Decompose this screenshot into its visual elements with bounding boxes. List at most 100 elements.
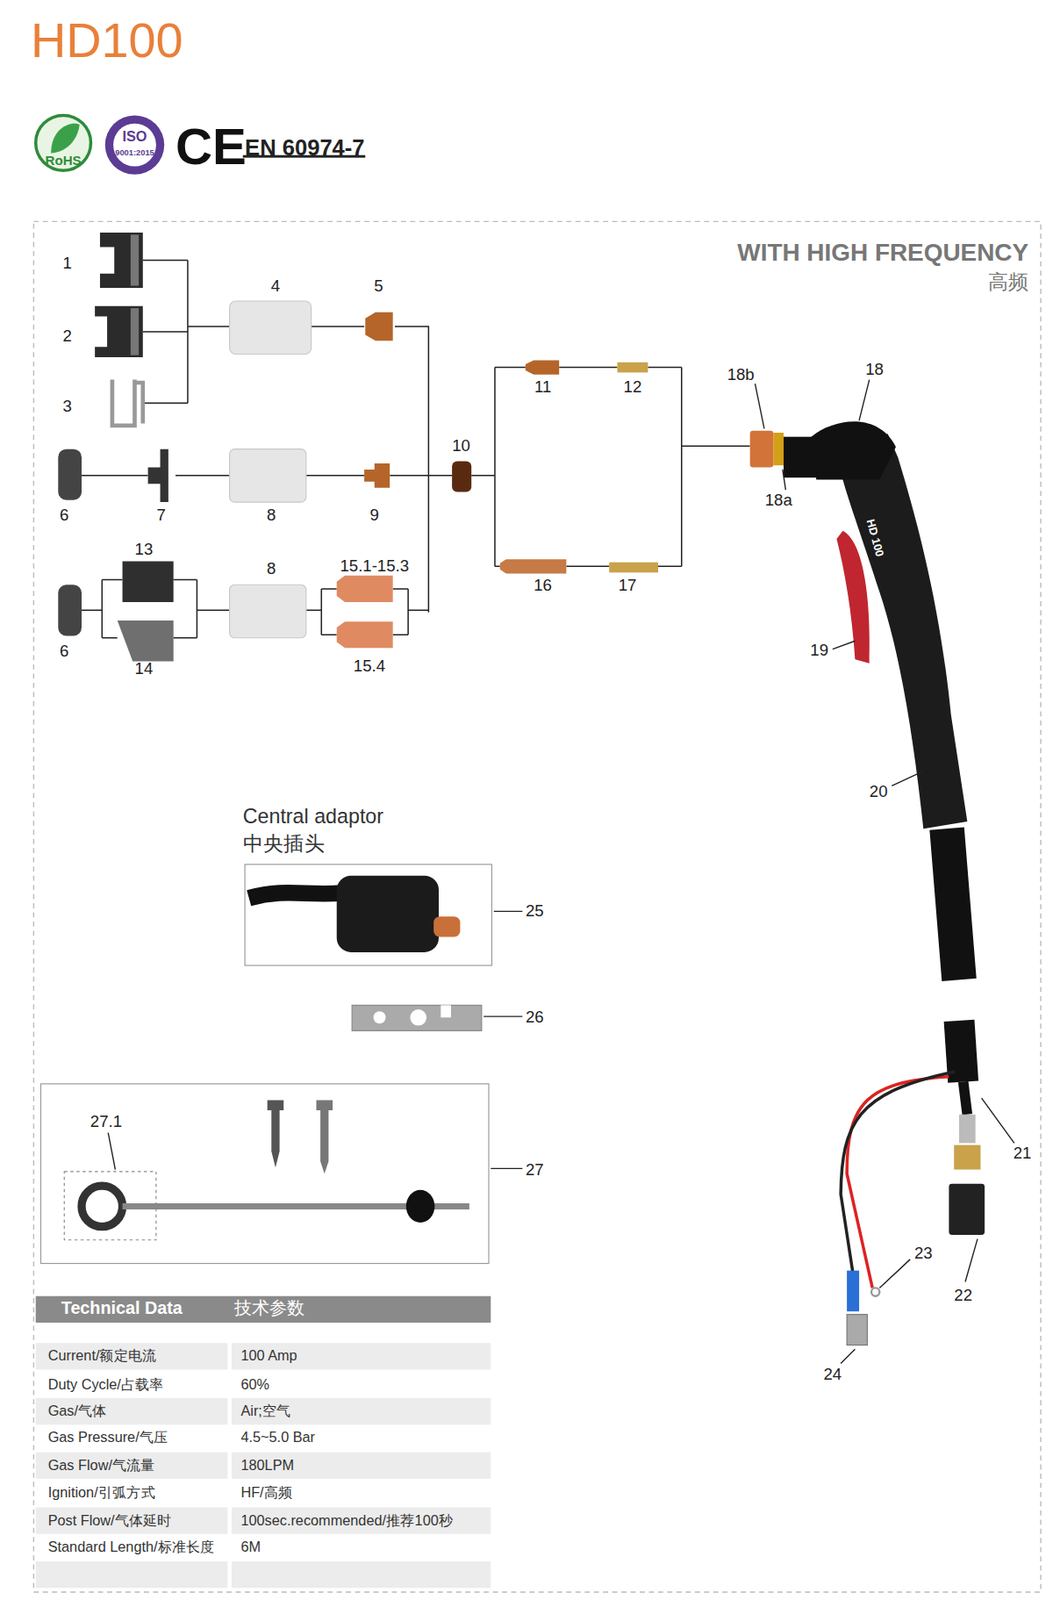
drawn-path bbox=[249, 892, 343, 898]
drawn-circle bbox=[373, 1010, 387, 1024]
drawn-circle bbox=[105, 114, 165, 174]
callout-number: 5 bbox=[373, 276, 383, 294]
callout-number: 22 bbox=[953, 1285, 973, 1304]
table-cell: 180LPM bbox=[240, 1457, 294, 1474]
drawn-path bbox=[107, 379, 1015, 1364]
callout-number: 1 bbox=[63, 254, 72, 273]
drawn-rect bbox=[750, 430, 774, 468]
drawn-rect bbox=[33, 221, 1041, 1592]
drawn-rect bbox=[231, 1506, 491, 1533]
drawn-rect bbox=[440, 1004, 452, 1018]
drawn-path bbox=[351, 1004, 482, 1031]
callout-number: 18a bbox=[765, 491, 793, 509]
callout-number: 15.1-15.3 bbox=[339, 557, 409, 575]
connection-lines bbox=[81, 260, 751, 638]
drawn-rect bbox=[244, 864, 492, 966]
drawn-path bbox=[100, 232, 144, 288]
callout-number: 20 bbox=[869, 782, 889, 801]
callout-number: 13 bbox=[135, 539, 154, 558]
table-cell: Gas Pressure/气压 bbox=[48, 1429, 169, 1446]
callout-number: 27 bbox=[525, 1160, 545, 1178]
drawn-path bbox=[836, 530, 870, 664]
callout-number: 23 bbox=[914, 1244, 933, 1262]
drawn-path bbox=[112, 379, 144, 426]
drawn-rect bbox=[336, 875, 439, 953]
callout-number: 12 bbox=[623, 377, 643, 395]
page-frame bbox=[33, 221, 1041, 1592]
drawn-rect bbox=[229, 584, 307, 638]
callout-number: 18b bbox=[727, 365, 755, 384]
table-cell: Gas Flow/气流量 bbox=[48, 1457, 156, 1474]
table-cell: Technical Data bbox=[61, 1299, 183, 1319]
drawn-ellipse bbox=[406, 1189, 436, 1223]
drawn-path bbox=[525, 359, 559, 374]
drawn-rect bbox=[231, 1342, 491, 1369]
drawn-path bbox=[50, 123, 80, 154]
callout-number: 17 bbox=[618, 576, 638, 595]
table-cell: 100sec.recommended/推荐100秒 bbox=[240, 1512, 453, 1529]
drawn-path bbox=[267, 1099, 285, 1168]
drawn-circle bbox=[409, 1009, 427, 1026]
callout-number: 4 bbox=[271, 276, 280, 294]
drawn-path bbox=[94, 306, 144, 358]
table-cell: 4.5~5.0 Bar bbox=[240, 1429, 316, 1446]
leader-lines bbox=[107, 379, 1015, 1364]
callout-number: 8 bbox=[266, 506, 276, 524]
table-cell: 100 Amp bbox=[240, 1347, 297, 1364]
drawn-rect bbox=[231, 1397, 491, 1425]
drawn-rect bbox=[35, 1452, 229, 1479]
table-cell: Ignition/引弧方式 bbox=[48, 1484, 156, 1501]
table-cell: Duty Cycle/占载率 bbox=[48, 1376, 165, 1393]
drawn-rect bbox=[231, 1452, 491, 1479]
drawn-rect bbox=[433, 916, 460, 937]
table-cell: 技术参数 bbox=[234, 1299, 304, 1319]
drawn-rect bbox=[231, 1561, 491, 1588]
accessories bbox=[41, 864, 493, 1264]
data-table bbox=[35, 1296, 492, 1589]
drawn-rect bbox=[229, 300, 312, 354]
table-cell: Air;空气 bbox=[240, 1403, 291, 1419]
drawn-rect bbox=[130, 234, 139, 286]
drawn-path bbox=[963, 1081, 968, 1115]
drawn-path bbox=[143, 260, 430, 613]
callout-number: 11 bbox=[534, 377, 552, 395]
drawn-rect bbox=[35, 1561, 229, 1588]
callout-number: 18 bbox=[865, 360, 884, 379]
torch bbox=[750, 421, 985, 1345]
drawn-path bbox=[365, 312, 393, 342]
drawn-rect bbox=[41, 1083, 489, 1264]
label-text: CE bbox=[175, 118, 247, 175]
callout-number: 21 bbox=[1013, 1144, 1032, 1162]
drawn-rect bbox=[35, 1342, 229, 1369]
drawn-path bbox=[148, 449, 169, 502]
drawn-path bbox=[122, 561, 174, 603]
callout-number: 14 bbox=[135, 659, 154, 677]
drawn-rect bbox=[35, 1397, 229, 1425]
label-text: Central adaptor bbox=[243, 804, 384, 828]
drawn-circle bbox=[35, 114, 92, 171]
drawn-circle bbox=[871, 1287, 880, 1296]
label-text: ISO bbox=[121, 128, 147, 145]
drawn-path bbox=[315, 1099, 333, 1174]
drawn-path bbox=[959, 1020, 964, 1082]
drawn-rect bbox=[229, 449, 307, 502]
callout-number: 2 bbox=[63, 326, 72, 344]
table-cell: Standard Length/标准长度 bbox=[48, 1539, 215, 1555]
drawn-rect bbox=[130, 308, 139, 355]
label-text: EN 60974-7 bbox=[244, 136, 366, 161]
drawn-rect bbox=[846, 1270, 860, 1312]
label-text: 9001:2015 bbox=[114, 149, 154, 158]
consumable-parts bbox=[57, 232, 659, 661]
drawn-rect bbox=[616, 362, 648, 373]
callout-number: 6 bbox=[59, 642, 69, 660]
table-cell: 60% bbox=[240, 1376, 270, 1393]
drawn-rect bbox=[953, 1145, 981, 1170]
callout-number: 15.4 bbox=[353, 657, 386, 675]
drawn-rect bbox=[608, 562, 659, 574]
drawn-rect bbox=[773, 432, 784, 466]
callout-number: 9 bbox=[370, 506, 380, 524]
drawn-rect bbox=[57, 449, 82, 501]
table-cell: Current/额定电流 bbox=[48, 1347, 158, 1364]
callout-number: 25 bbox=[525, 902, 545, 920]
